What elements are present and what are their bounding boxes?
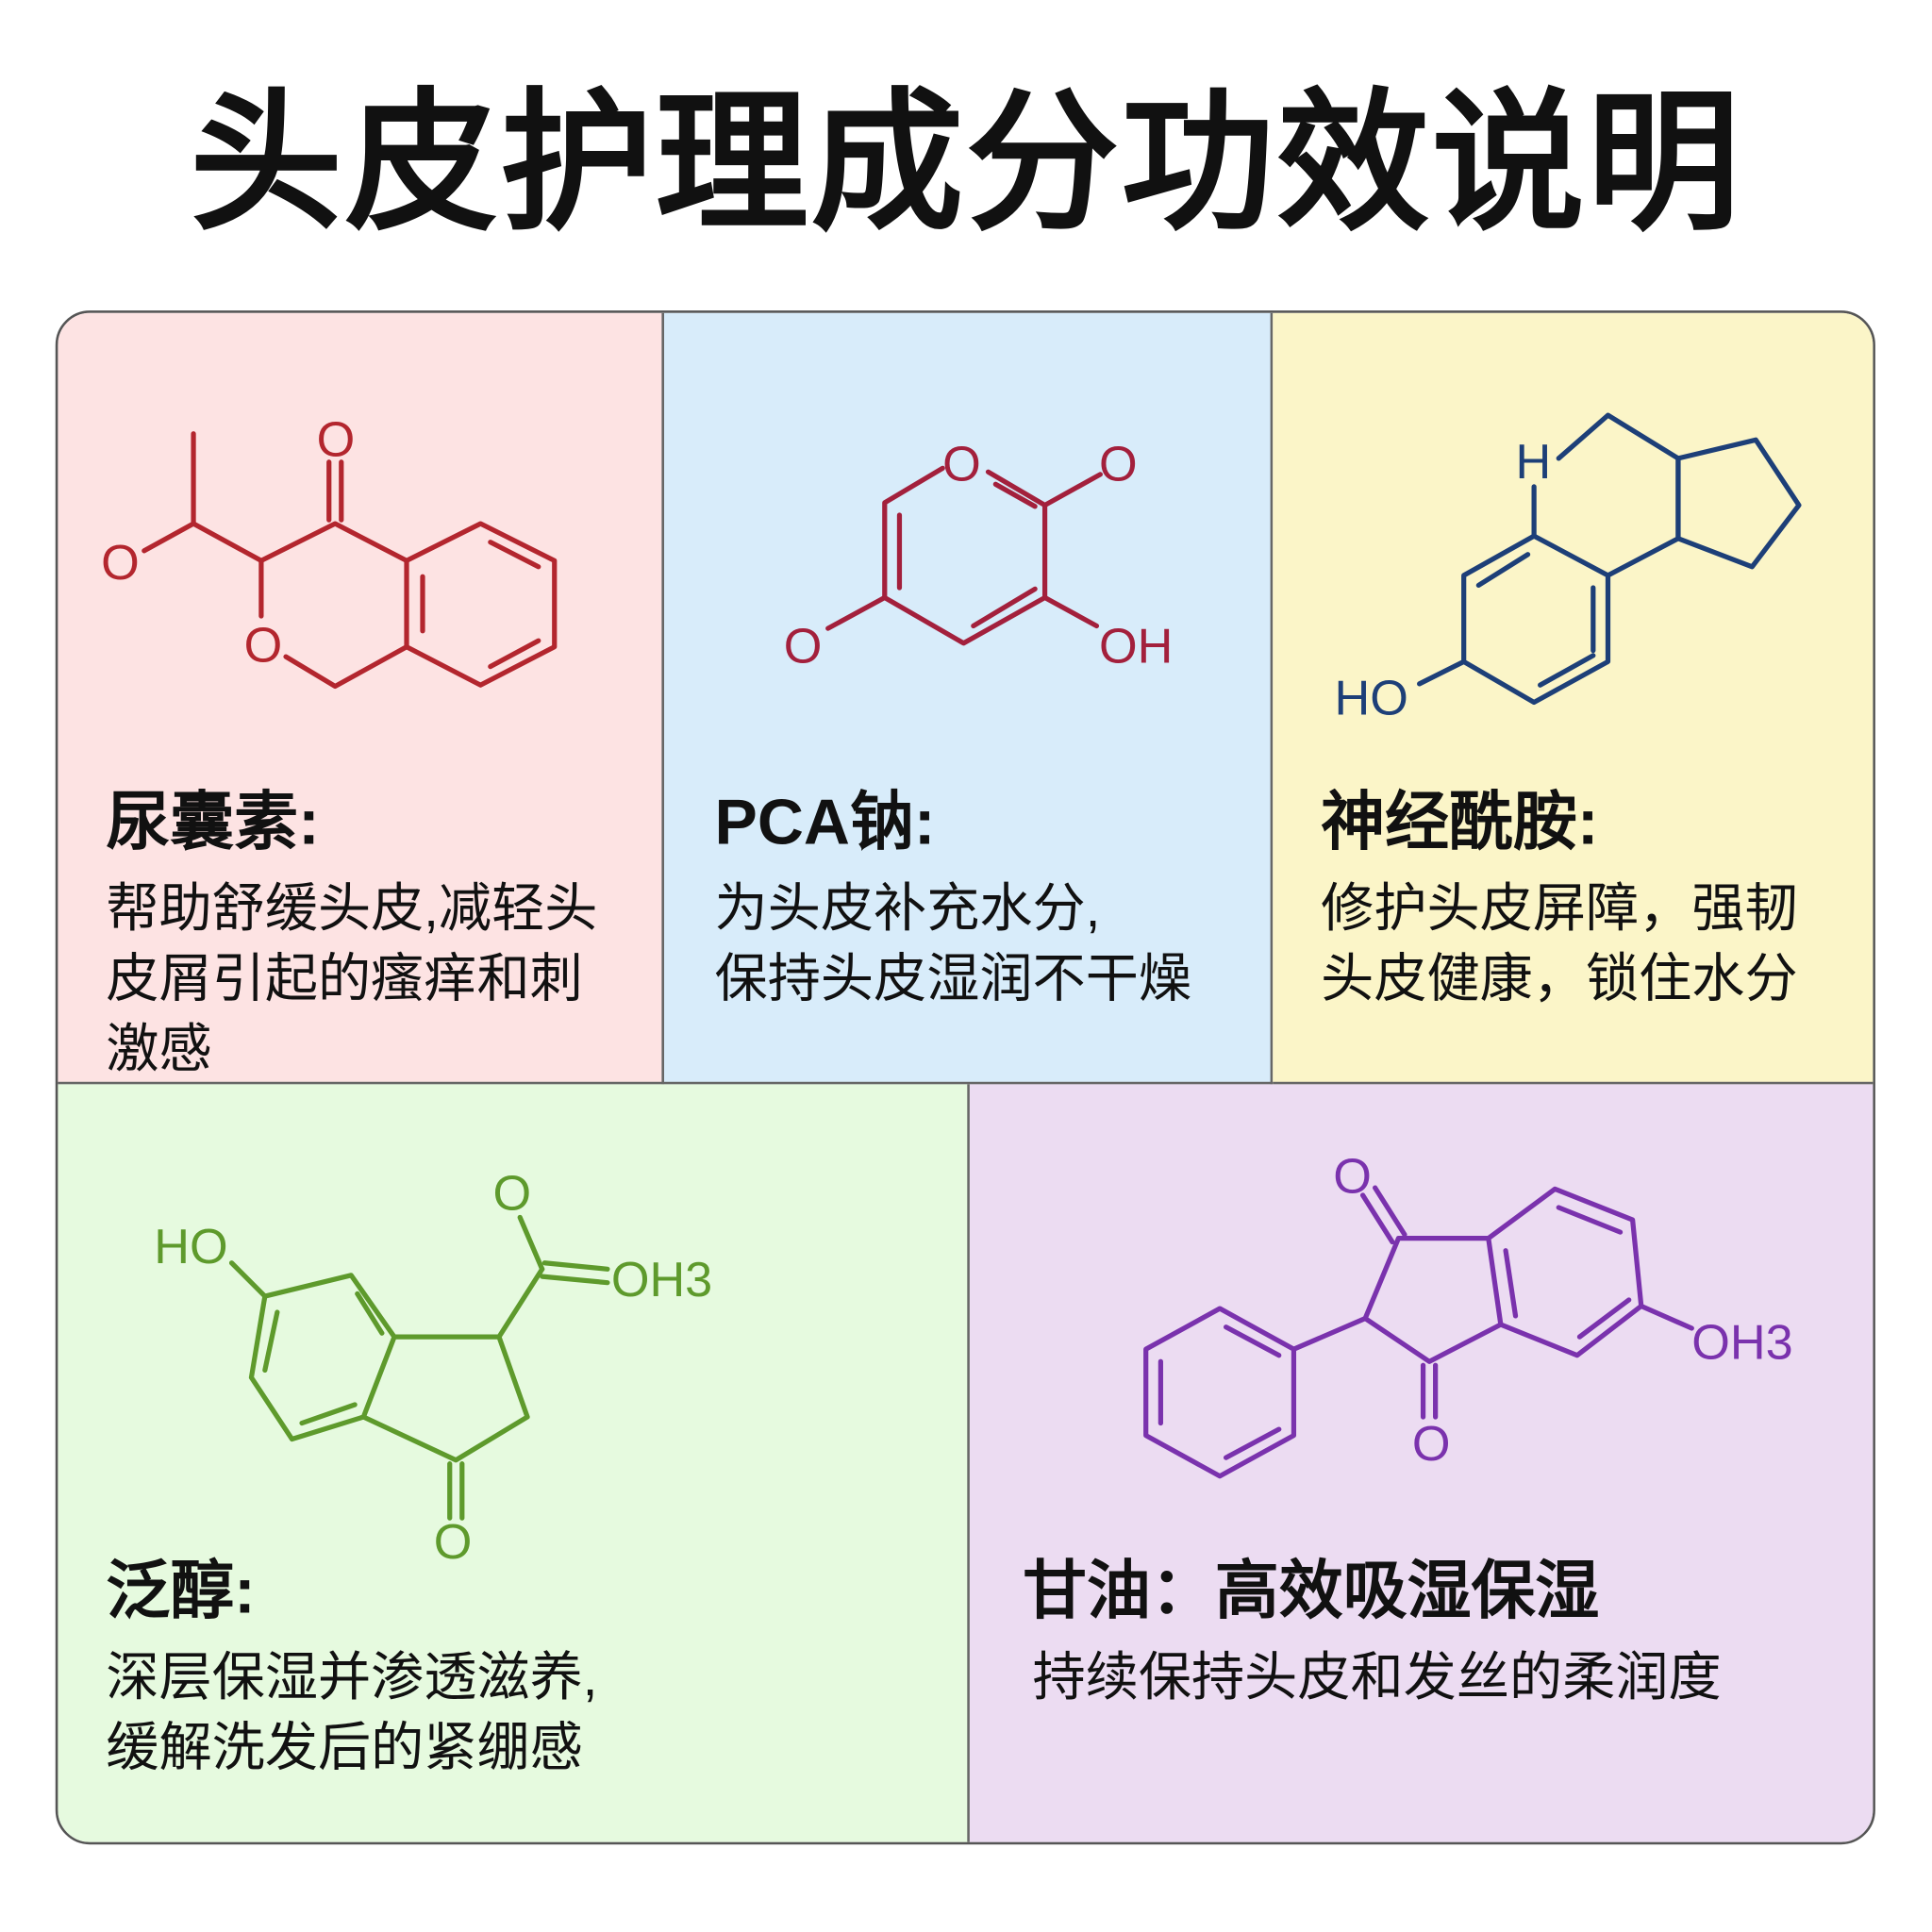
atom-label: O [434, 1515, 473, 1570]
desc-line: 缓解洗发后的紧绷感 [106, 1719, 583, 1778]
molecule-allantoin-structure [142, 431, 558, 690]
molecule-glycerin-structure [1143, 1185, 1694, 1479]
desc-line: 深层保湿并渗透滋养, [106, 1648, 598, 1708]
molecule-niacinamide-labels: H HO [1335, 435, 1552, 726]
atom-label: HO [154, 1220, 227, 1274]
molecule-glycerin-labels: O O OH3 [1333, 1149, 1792, 1471]
heading-allantoin: 尿囊素: [106, 787, 320, 859]
atom-label: HO [1335, 672, 1408, 726]
page-title: 头皮护理成分功效说明 [190, 78, 1742, 249]
atom-label: O [317, 412, 356, 467]
atom-label: O [1412, 1417, 1451, 1472]
desc-line: 激感 [106, 1020, 212, 1080]
atom-label: O [1099, 437, 1138, 491]
desc-line: 保持头皮湿润不干燥 [714, 950, 1192, 1009]
heading-pca-sodium: PCA钠: [714, 787, 936, 859]
atom-label: OH3 [611, 1253, 712, 1307]
desc-line: 帮助舒缓头皮,减轻头 [106, 879, 598, 940]
atom-label: H [1516, 435, 1552, 490]
panel-panthenol [58, 1084, 970, 1842]
heading-niacinamide: 神经酰胺: [1321, 787, 1599, 859]
desc-line: 头皮健康，锁住水分 [1321, 950, 1798, 1009]
heading-glycerin: 甘油：高效吸湿保湿 [1023, 1556, 1600, 1628]
atom-label: OH [1099, 620, 1173, 675]
ingredient-grid [55, 310, 1875, 1845]
panel-pca-sodium [663, 312, 1274, 1085]
molecule-niacinamide-structure [1417, 412, 1802, 706]
molecule-pca-structure [825, 465, 1103, 646]
atom-label: O [244, 618, 283, 673]
desc-line: 持续保持头皮和发丝的柔润度 [1032, 1648, 1722, 1708]
molecule-allantoin-labels: O O O [101, 412, 355, 673]
molecule-panthenol-labels: HO O OH3 O [154, 1167, 712, 1571]
atom-label: O [101, 536, 140, 591]
desc-line: 为头皮补充水分, [714, 879, 1101, 940]
atom-label: O [1333, 1149, 1372, 1204]
heading-panthenol: 泛醇: [106, 1556, 256, 1628]
panel-allantoin [58, 312, 664, 1085]
panel-niacinamide [1273, 312, 1874, 1085]
molecule-pca-labels: O O O OH [784, 437, 1174, 674]
atom-label: O [942, 437, 981, 491]
atom-label: O [492, 1167, 531, 1222]
molecule-panthenol-structure [228, 1214, 610, 1521]
atom-label: OH3 [1691, 1316, 1792, 1371]
atom-label: O [784, 620, 823, 675]
desc-line: 皮屑引起的瘙痒和刺 [106, 950, 583, 1009]
panel-glycerin [969, 1084, 1874, 1842]
desc-line: 修护头皮屏障，强韧 [1321, 879, 1798, 940]
